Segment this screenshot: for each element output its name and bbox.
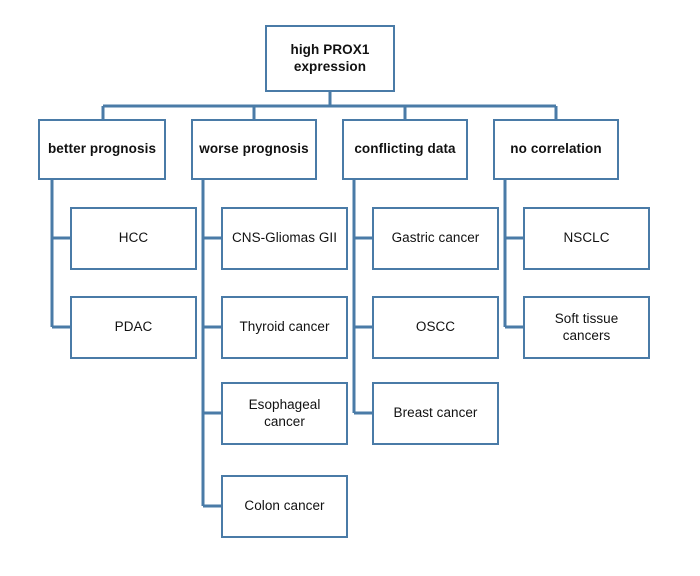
node-root-label: high PROX1 expression [290,42,370,74]
node-category-label: conflicting data [354,141,456,157]
node-category-no-correlation[interactable]: no correlation [493,119,619,180]
node-leaf-hcc[interactable]: HCC [70,207,197,270]
node-category-label: no correlation [510,141,602,157]
node-leaf-esophageal-cancer[interactable]: Esophageal cancer [221,382,348,445]
node-leaf-soft-tissue-cancers[interactable]: Soft tissue cancers [523,296,650,359]
node-category-conflicting-data[interactable]: conflicting data [342,119,468,180]
node-leaf-label: Soft tissue cancers [554,311,619,343]
node-category-worse-prognosis[interactable]: worse prognosis [191,119,317,180]
node-leaf-label: Colon cancer [244,498,325,514]
node-leaf-label: CNS-Gliomas GII [231,230,337,246]
node-leaf-colon-cancer[interactable]: Colon cancer [221,475,348,538]
node-leaf-label: NSCLC [563,230,610,246]
node-root-high-prox1-expression[interactable]: high PROX1 expression [265,25,395,92]
node-leaf-breast-cancer[interactable]: Breast cancer [372,382,499,445]
node-leaf-thyroid-cancer[interactable]: Thyroid cancer [221,296,348,359]
node-leaf-gastric-cancer[interactable]: Gastric cancer [372,207,499,270]
node-category-label: worse prognosis [199,141,309,157]
node-leaf-label: Thyroid cancer [239,319,330,335]
node-leaf-oscc[interactable]: OSCC [372,296,499,359]
node-leaf-nsclc[interactable]: NSCLC [523,207,650,270]
node-leaf-cns-gliomas-gii[interactable]: CNS-Gliomas GII [221,207,348,270]
node-category-label: better prognosis [47,141,157,157]
node-leaf-label: Esophageal cancer [248,397,321,429]
node-category-better-prognosis[interactable]: better prognosis [38,119,166,180]
node-leaf-label: HCC [118,230,149,246]
node-leaf-pdac[interactable]: PDAC [70,296,197,359]
node-leaf-label: Gastric cancer [391,230,480,246]
node-leaf-label: OSCC [415,319,456,335]
node-leaf-label: PDAC [114,319,153,335]
node-leaf-label: Breast cancer [393,405,478,421]
